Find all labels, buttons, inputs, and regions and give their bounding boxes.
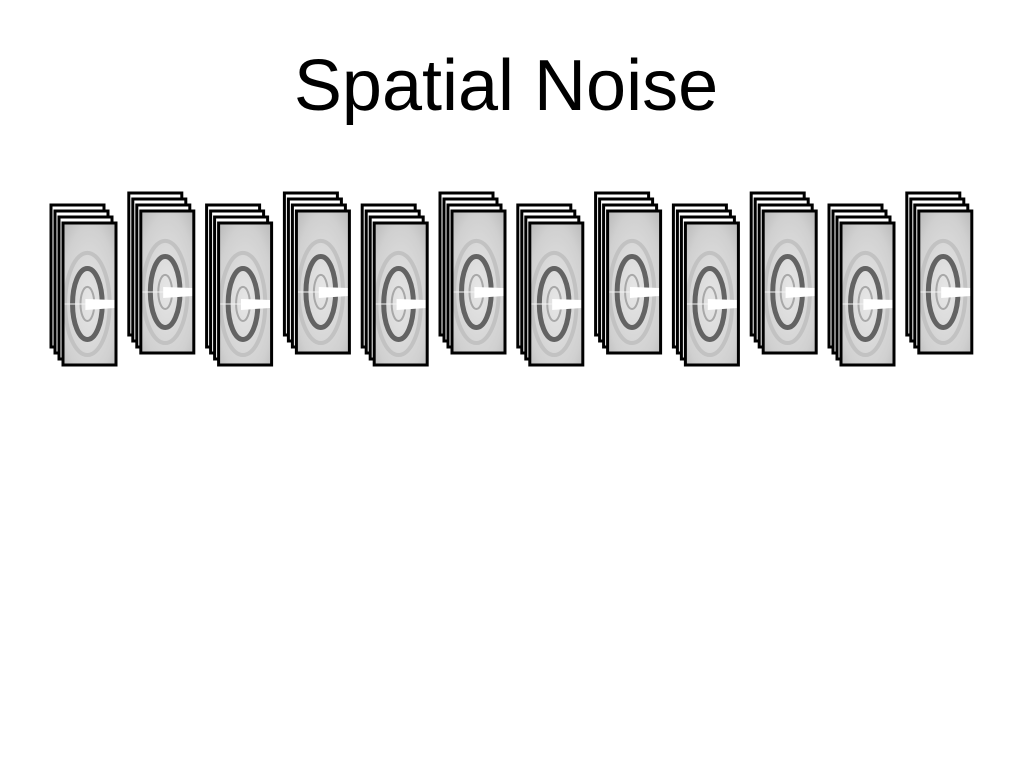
beamstop [85, 298, 115, 310]
detector-frame-front [683, 221, 740, 367]
beamstop [474, 286, 504, 298]
beamstop [240, 298, 271, 310]
detector-frame-front [139, 209, 196, 355]
detector-frame-front [528, 221, 585, 367]
slide-title: Spatial Noise [293, 46, 719, 126]
image-stack [282, 191, 351, 355]
image-stack [594, 191, 663, 355]
image-stack [438, 191, 507, 355]
detector-frame-front [217, 221, 274, 367]
detector-frame-front [61, 221, 118, 367]
image-stack [671, 203, 740, 367]
image-stack [827, 203, 896, 367]
beamstop [941, 286, 971, 298]
beamstop [552, 298, 582, 310]
image-stack [749, 191, 818, 355]
beamstop [707, 298, 738, 310]
detector-frame-front [917, 209, 974, 355]
image-stack [516, 203, 585, 367]
image-stack [49, 203, 118, 367]
image-stack [360, 203, 429, 367]
beamstop [785, 286, 816, 298]
detector-frame-front [450, 209, 507, 355]
detector-frame-front [606, 209, 663, 355]
image-stack [205, 203, 274, 367]
beamstop [863, 298, 893, 310]
detector-frame-front [839, 221, 896, 367]
detector-frame-front [294, 209, 351, 355]
image-stack [127, 191, 196, 355]
beamstop [163, 286, 193, 298]
detector-frame-front [372, 221, 429, 367]
beamstop [318, 286, 349, 298]
image-stack [905, 191, 974, 355]
beamstop [629, 286, 660, 298]
detector-frame-front [761, 209, 818, 355]
beamstop [396, 298, 427, 310]
